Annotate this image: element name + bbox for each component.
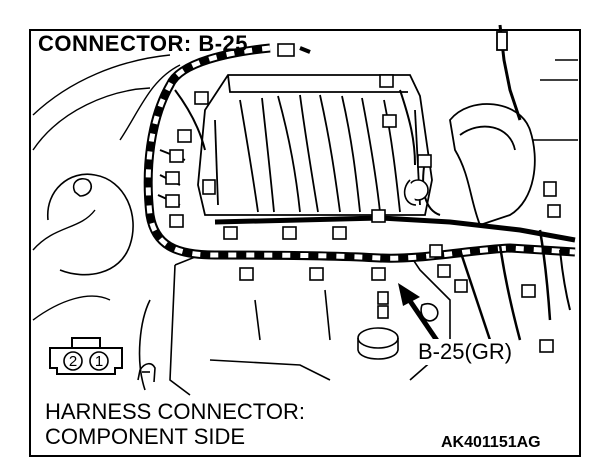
pin-1-label: 1 [95,353,103,370]
diagram-title: CONNECTOR: B-25 [38,31,249,56]
engine-block [138,254,451,396]
b25-pointer-arrow [398,283,443,347]
connector-pin-2: 2 [63,351,83,371]
radiator-hose [449,24,536,227]
sensor-body [403,179,429,206]
figure-code: AK401151AG [441,434,541,451]
pin-2-label: 2 [69,353,77,370]
harness-connectors [165,43,561,353]
b25-callout-label: B-25(GR) [416,339,515,365]
caption-line-2: COMPONENT SIDE [45,424,246,449]
connector-pin-1: 1 [89,351,109,371]
engine-boss [47,173,134,276]
connector-face-icon [49,337,123,375]
bracket [137,362,156,383]
caption-line-1: HARNESS CONNECTOR: [45,399,305,424]
intake-manifold [197,74,433,216]
